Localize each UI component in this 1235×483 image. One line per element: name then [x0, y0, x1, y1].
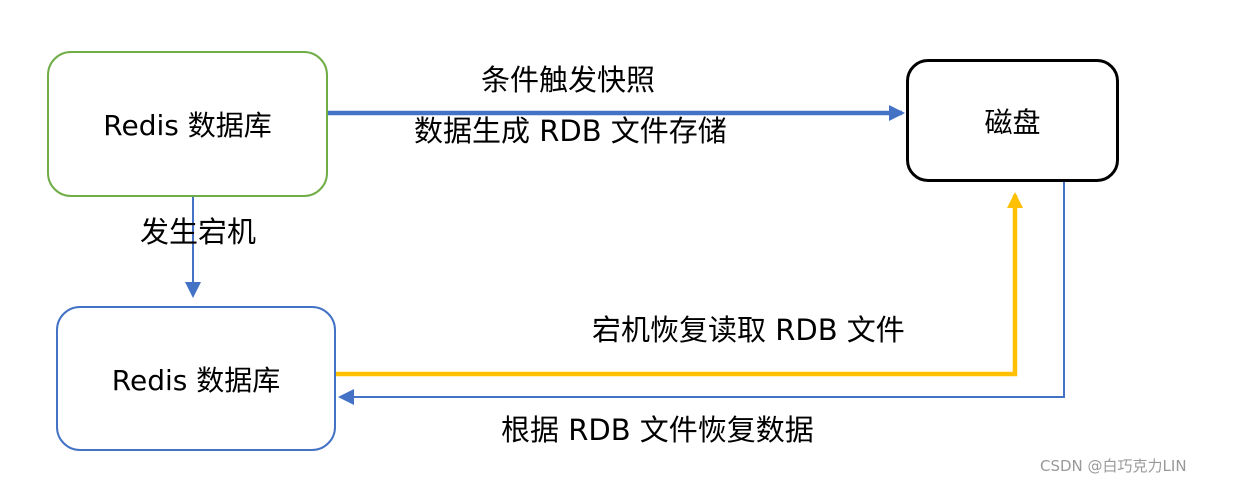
- watermark: CSDN @白巧克力LIN: [1040, 457, 1187, 475]
- arrow-restore: [338, 182, 1065, 405]
- redis-database-label-bottom: Redis 数据库: [111, 363, 281, 397]
- arrow-read-rdb: [336, 192, 1023, 377]
- edge-label-read-rdb: 宕机恢复读取 RDB 文件: [592, 313, 905, 347]
- edge-label-generate-rdb: 数据生成 RDB 文件存储: [414, 114, 727, 148]
- redis-database-label-top: Redis 数据库: [103, 109, 272, 142]
- edge-label-snapshot-trigger: 条件触发快照: [481, 63, 656, 97]
- redis-database-node-top: Redis 数据库: [47, 51, 328, 197]
- redis-database-node-bottom: Redis 数据库: [56, 306, 336, 451]
- edge-label-crash: 发生宕机: [140, 215, 257, 249]
- disk-node: 磁盘: [906, 59, 1119, 182]
- disk-label: 磁盘: [984, 105, 1041, 139]
- edge-label-restore: 根据 RDB 文件恢复数据: [501, 413, 814, 447]
